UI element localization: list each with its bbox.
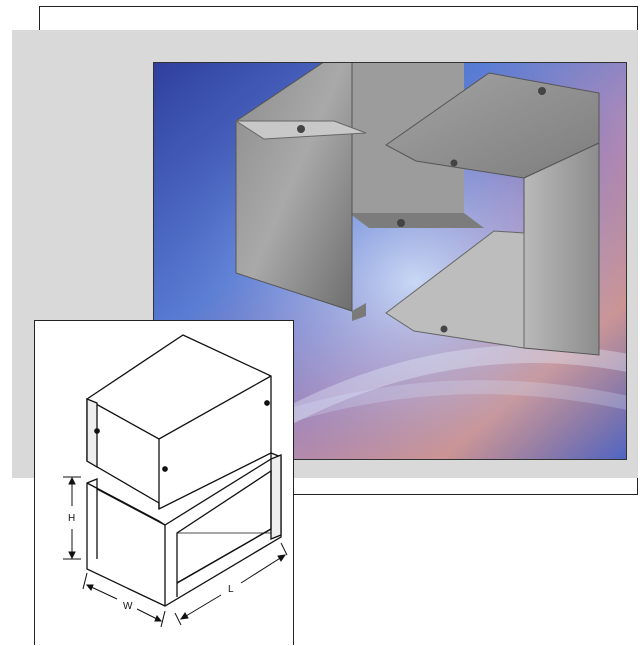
height-label: H — [68, 513, 75, 524]
dimension-diagram: H W L — [34, 320, 294, 645]
length-label: L — [228, 584, 234, 595]
width-label: W — [123, 601, 133, 612]
enclosure-line-drawing-icon: H W L — [63, 334, 288, 628]
